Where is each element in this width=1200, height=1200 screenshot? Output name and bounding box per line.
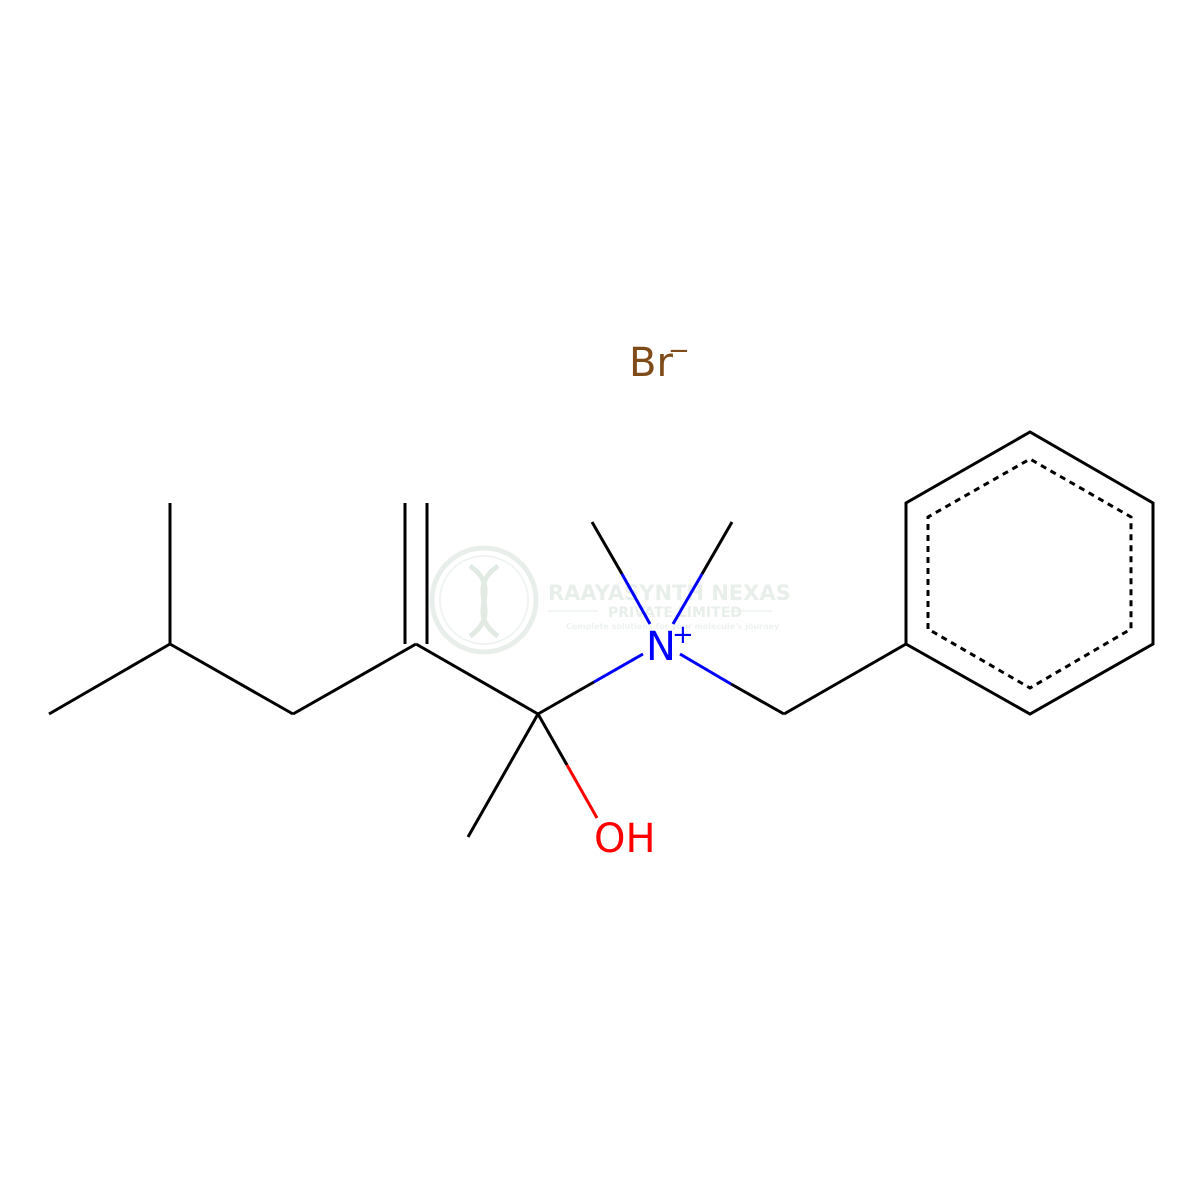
bond-ch2-alkene (292, 642, 417, 716)
isobutyl-group (48, 503, 417, 716)
hydroxyl-label: OH (594, 816, 656, 862)
bromide-ion: Br − (629, 336, 690, 386)
bond-n-benzyl-dark (730, 682, 785, 716)
bond-carbinol-oxygen-red (565, 764, 599, 819)
phenyl-ring (904, 430, 1155, 716)
watermark-logo-inner (439, 555, 529, 645)
nitrogen-label: N (646, 624, 676, 670)
bond-methyl-left (48, 642, 171, 716)
bond-n-methyl-left-blue (620, 573, 652, 625)
bond-carbinol-n-dark (537, 680, 595, 716)
carbinol-group: OH (466, 713, 656, 862)
bond-n-methyl-left-dark (590, 521, 624, 575)
bond-alkene-carbinol (415, 642, 539, 716)
bond-ch2-ring (783, 642, 907, 716)
watermark-logo-ring (429, 545, 539, 655)
bond-n-methyl-right-blue (671, 573, 704, 625)
nitrogen-charge: + (672, 620, 694, 650)
bond-carbinol-oxygen-dark (536, 713, 569, 766)
bond-carbinol-n-blue (593, 652, 644, 684)
benzyl-group (783, 430, 1155, 716)
alkene-group (403, 503, 539, 716)
watermark-company-name: RAAYASYNTH NEXAS (548, 581, 791, 605)
bond-n-methyl-right-dark (700, 521, 734, 575)
bond-carbinol-methyl (466, 713, 540, 838)
ammonium-group: N + (537, 521, 785, 716)
bromine-label: Br (629, 340, 673, 386)
bond-n-benzyl-blue (679, 652, 732, 686)
bromine-charge: − (668, 336, 690, 366)
bond-ch-ch2 (169, 642, 294, 716)
watermark: RAAYASYNTH NEXAS PRIVATE LIMITED Complet… (429, 545, 791, 655)
watermark-tagline: Complete solutions for your molecule's j… (566, 622, 780, 631)
aromatic-inner-ring (926, 457, 1133, 690)
watermark-dna-icon (468, 563, 500, 639)
